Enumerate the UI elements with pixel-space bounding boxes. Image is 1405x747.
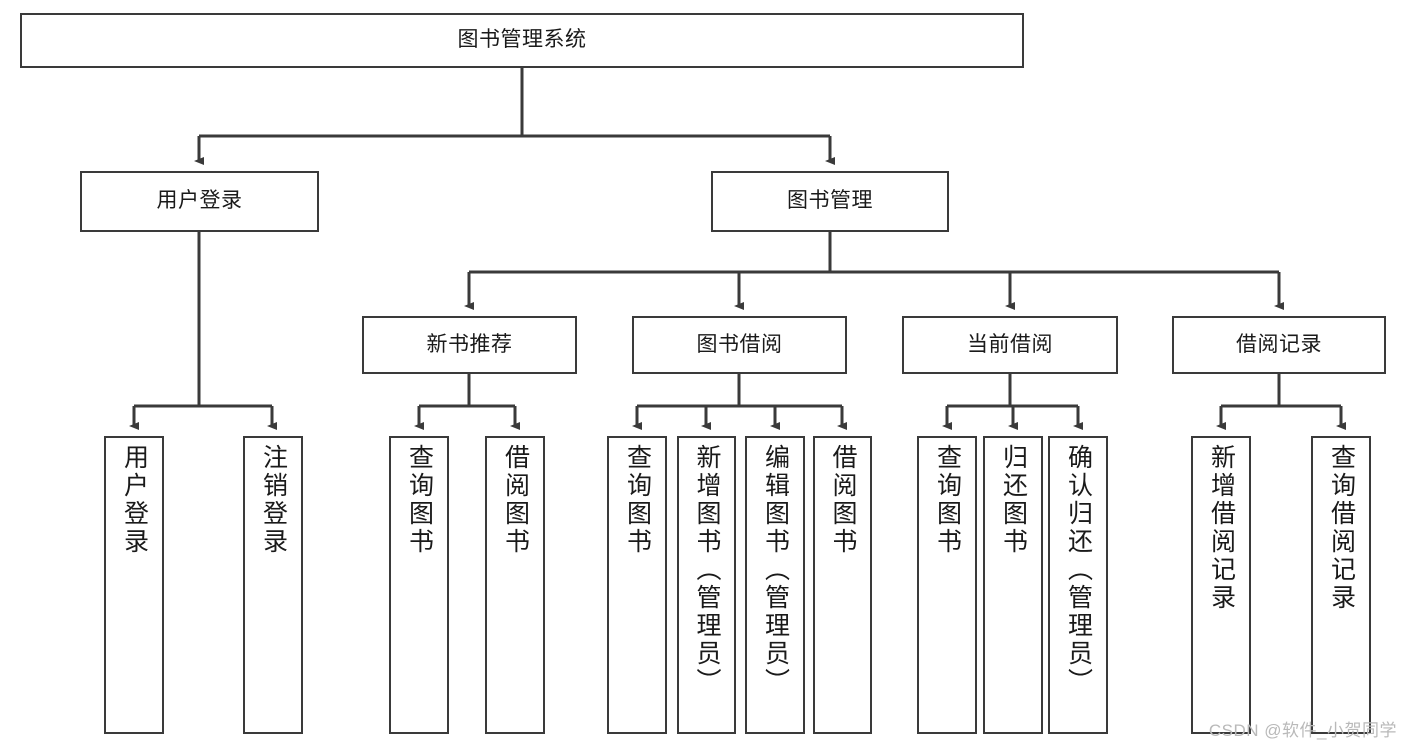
node-label: 新书推荐 [426,332,513,356]
csdn-watermark: CSDN @软件_小贺同学 [1208,721,1397,740]
node-book-management[interactable]: 图书管理 [711,171,949,232]
node-label: 借阅记录 [1236,332,1322,356]
node-label: 图书管理 [787,189,873,213]
node-label: 查询图书 [623,444,652,556]
node-label: 当前借阅 [967,332,1053,356]
node-book-borrow[interactable]: 图书借阅 [632,316,847,374]
leaf-query-book-current[interactable]: 查询图书 [917,436,977,734]
node-root-system[interactable]: 图书管理系统 [20,13,1024,68]
node-label: 借阅图书 [501,444,530,556]
leaf-add-book-admin[interactable]: 新增图书（管理员） [677,436,736,734]
leaf-user-login[interactable]: 用户登录 [104,436,164,734]
leaf-confirm-return-admin[interactable]: 确认归还（管理员） [1048,436,1108,734]
node-label: 查询图书 [405,444,434,556]
leaf-borrow-book-recommend[interactable]: 借阅图书 [485,436,545,734]
node-label: 图书借阅 [696,332,783,356]
leaf-return-book[interactable]: 归还图书 [983,436,1043,734]
leaf-query-borrow-record[interactable]: 查询借阅记录 [1311,436,1371,734]
node-borrow-records[interactable]: 借阅记录 [1172,316,1386,374]
node-label: 新增图书（管理员） [693,444,721,696]
leaf-query-book-borrow[interactable]: 查询图书 [607,436,667,734]
leaf-edit-book-admin[interactable]: 编辑图书（管理员） [745,436,805,734]
leaf-query-book-recommend[interactable]: 查询图书 [389,436,449,734]
node-new-book-recommend[interactable]: 新书推荐 [362,316,577,374]
node-label: 图书管理系统 [457,28,587,52]
node-label: 查询图书 [933,444,962,556]
node-label: 确认归还（管理员） [1064,444,1093,696]
node-label: 借阅图书 [829,444,857,556]
node-label: 用户登录 [120,444,149,556]
node-label: 注销登录 [259,444,288,556]
node-label: 编辑图书（管理员） [761,444,790,696]
node-label: 归还图书 [999,444,1028,556]
node-label: 查询借阅记录 [1327,444,1356,612]
node-user-login[interactable]: 用户登录 [80,171,319,232]
leaf-logout-login[interactable]: 注销登录 [243,436,303,734]
leaf-add-borrow-record[interactable]: 新增借阅记录 [1191,436,1251,734]
leaf-borrow-book[interactable]: 借阅图书 [813,436,872,734]
node-current-borrow[interactable]: 当前借阅 [902,316,1118,374]
node-label: 用户登录 [156,189,243,213]
node-label: 新增借阅记录 [1207,444,1236,612]
